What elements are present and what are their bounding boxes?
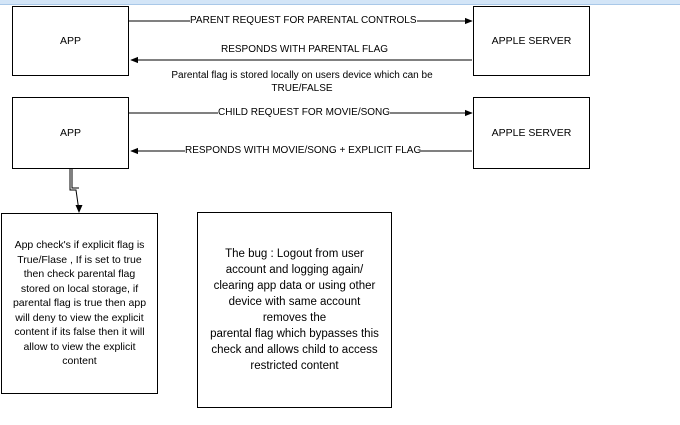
child-request-label: CHILD REQUEST FOR MOVIE/SONG: [218, 107, 391, 119]
window-top-strip: [0, 0, 680, 5]
apple-server-box-bottom-label: APPLE SERVER: [491, 127, 572, 139]
app-box-bottom: APP: [12, 97, 129, 169]
bug-description-text: The bug : Logout from user account and l…: [210, 248, 379, 372]
local-storage-note: Parental flag is stored locally on users…: [171, 70, 433, 94]
responds-flag-label: RESPONDS WITH PARENTAL FLAG: [221, 44, 389, 56]
app-box-bottom-label: APP: [59, 127, 81, 139]
parent-request-label: PARENT REQUEST FOR PARENTAL CONTROLS: [190, 15, 417, 27]
explicit-check-text: App check's if explicit flag is True/Fla…: [12, 239, 147, 368]
app-box-top: APP: [12, 6, 129, 76]
explicit-check-box: App check's if explicit flag is True/Fla…: [1, 213, 158, 394]
bug-description-box: The bug : Logout from user account and l…: [197, 212, 392, 408]
responds-media-label: RESPONDS WITH MOVIE/SONG + EXPLICIT FLAG: [185, 145, 422, 157]
app-box-top-label: APP: [59, 35, 81, 47]
apple-server-box-top: APPLE SERVER: [473, 6, 590, 76]
apple-server-box-bottom: APPLE SERVER: [473, 97, 590, 169]
app-to-check-connector: [69, 168, 80, 212]
apple-server-box-top-label: APPLE SERVER: [491, 35, 572, 47]
